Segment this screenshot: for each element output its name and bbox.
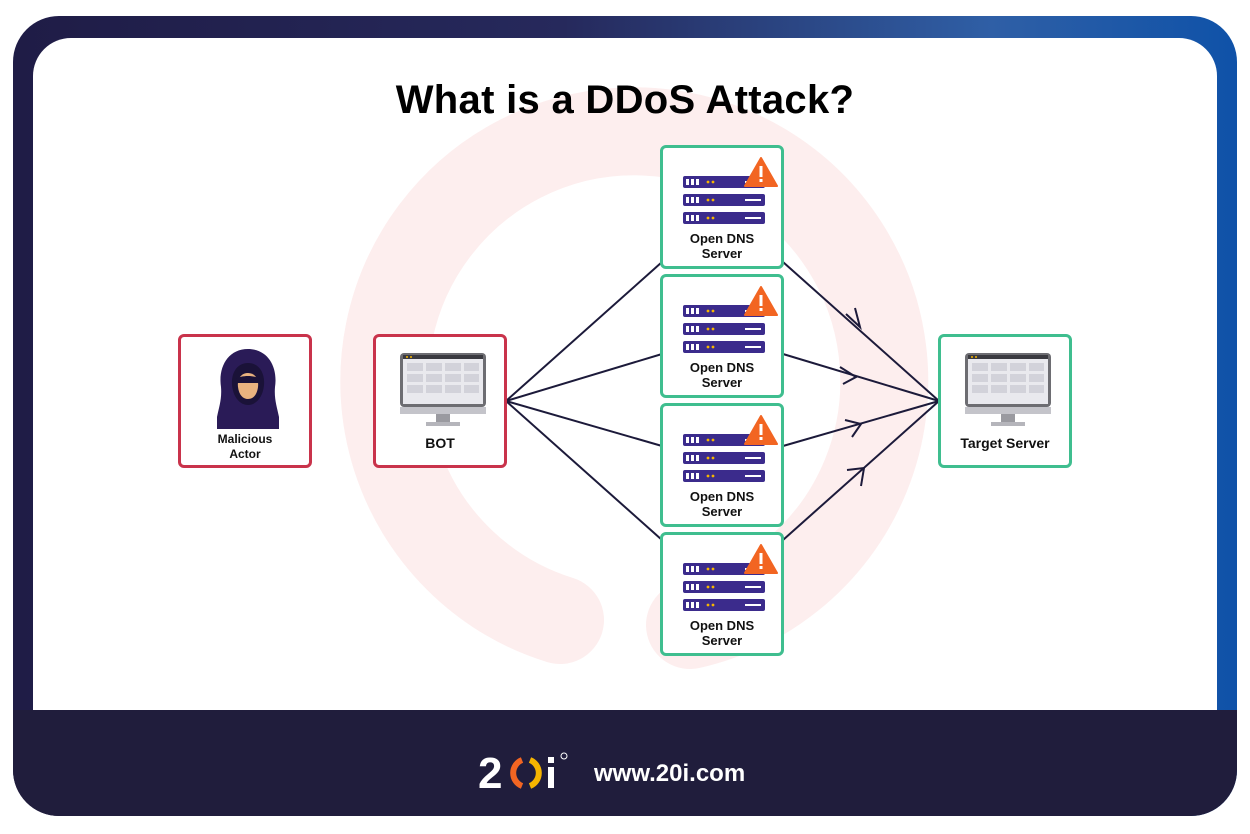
bot-monitor-icon <box>400 353 486 426</box>
arrowhead-3 <box>844 419 863 438</box>
bot-label: BOT <box>425 435 455 451</box>
dns-server-label-1: Open DNS Server <box>689 231 755 261</box>
page-title: What is a DDoS Attack? <box>395 78 855 122</box>
target-server-box: Target Server <box>938 334 1072 468</box>
footer-url[interactable]: www.20i.com <box>594 760 746 787</box>
arrowhead-4 <box>846 466 866 487</box>
line-bot-dns2 <box>505 353 663 402</box>
target-monitor-icon <box>965 353 1051 426</box>
logo-ring-right <box>528 757 542 789</box>
dns-server-box-3: Open DNS Server <box>660 403 784 527</box>
20i-logo: 2 <box>478 749 568 796</box>
line-dns1-target <box>782 261 940 402</box>
logo-digit-2: 2 <box>478 749 502 796</box>
dns-server-label-4: Open DNS Server <box>689 618 755 648</box>
server-rack-warning-icon <box>683 415 778 482</box>
line-bot-dns1 <box>505 261 663 402</box>
dns-server-box-2: Open DNS Server <box>660 274 784 398</box>
dns-server-label-3: Open DNS Server <box>689 489 755 519</box>
malicious-actor-box: Malicious Actor <box>178 334 312 468</box>
logo-i-dot <box>548 757 554 763</box>
line-bot-dns3 <box>505 400 663 447</box>
logo-i-stem <box>548 767 554 788</box>
registered-mark <box>560 752 568 760</box>
dns-server-box-4: Open DNS Server <box>660 532 784 656</box>
line-dns2-target <box>782 353 940 402</box>
arrowhead-1 <box>845 307 862 331</box>
server-rack-warning-icon <box>683 157 778 224</box>
line-dns4-target <box>782 400 940 541</box>
arrowhead-2 <box>839 366 858 385</box>
logo-ring-left <box>510 757 524 789</box>
line-bot-dns4 <box>505 400 663 541</box>
server-rack-warning-icon <box>683 544 778 611</box>
server-rack-warning-icon <box>683 286 778 353</box>
malicious-actor-label: Malicious Actor <box>217 432 273 461</box>
footer-bar <box>13 710 1237 816</box>
bot-box: BOT <box>373 334 507 468</box>
dns-server-label-2: Open DNS Server <box>689 360 755 390</box>
hooded-hacker-icon <box>217 349 279 429</box>
dns-server-box-1: Open DNS Server <box>660 145 784 269</box>
target-server-label: Target Server <box>960 435 1050 451</box>
